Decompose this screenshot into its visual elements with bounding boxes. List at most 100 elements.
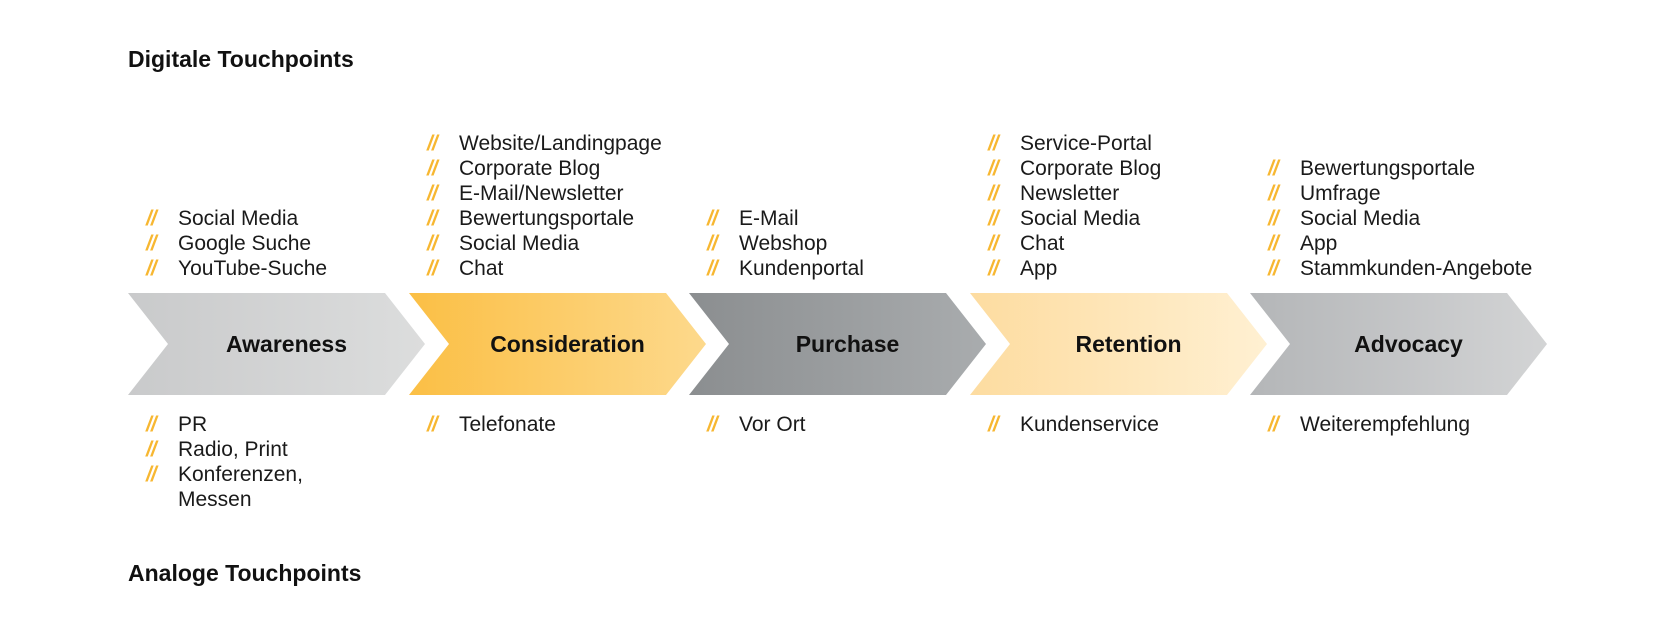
digital-touchpoint-item: // E-Mail — [707, 206, 864, 231]
digital-touchpoint-label: Chat — [1020, 232, 1065, 255]
digital-list-purchase: // E-Mail // Webshop // Kundenportal — [707, 206, 864, 281]
digital-touchpoint-item: // App — [1268, 231, 1532, 256]
slash-bullet-icon: // — [146, 207, 157, 230]
digital-touchpoint-item: // Corporate Blog — [427, 156, 662, 181]
slash-bullet-icon: // — [988, 207, 999, 230]
digital-touchpoint-item: // Bewertungsportale — [427, 206, 662, 231]
digital-touchpoint-label: Stammkunden-Angebote — [1300, 257, 1533, 280]
slash-bullet-icon: // — [1268, 182, 1279, 205]
digital-touchpoint-label: Chat — [459, 257, 504, 280]
digital-touchpoint-item: //Service-Portal — [988, 131, 1161, 156]
analog-touchpoint-label: Vor Ort — [739, 413, 806, 436]
analog-touchpoint-item: // Vor Ort — [707, 412, 806, 437]
slash-bullet-icon: // — [146, 232, 157, 255]
slash-bullet-icon: // — [1268, 207, 1279, 230]
slash-bullet-icon: // — [427, 207, 438, 230]
digital-touchpoint-label: Webshop — [739, 232, 828, 255]
digital-touchpoint-label: Service-Portal — [1020, 132, 1152, 155]
digital-touchpoints-title: Digitale Touchpoints — [128, 46, 354, 72]
analog-list-retention: // Kundenservice — [988, 412, 1159, 437]
analog-touchpoint-item: // PR — [146, 412, 338, 437]
stage-label-awareness: Awareness — [226, 331, 347, 357]
stage-arrow-retention — [970, 293, 1267, 395]
analog-touchpoint-label: PR — [178, 413, 208, 436]
slash-bullet-icon: // — [707, 257, 718, 280]
digital-touchpoint-item: // Chat — [988, 231, 1161, 256]
digital-touchpoint-item: // Social Media — [988, 206, 1161, 231]
digital-list-awareness: // Social Media // Google Suche // YouTube-Su… — [146, 206, 327, 281]
digital-touchpoint-label: Website/Landingpage — [459, 132, 662, 155]
digital-touchpoint-label: E-Mail/Newsletter — [459, 182, 624, 205]
analog-touchpoint-item: // Weiterempfehlung — [1268, 412, 1470, 437]
digital-touchpoint-item: // Newsletter — [988, 181, 1161, 206]
analog-list-purchase: // Vor Ort — [707, 412, 806, 437]
analog-touchpoint-item: //Radio, Print — [146, 437, 338, 462]
analog-touchpoint-item: //Konferenzen, Messen — [146, 462, 338, 512]
digital-touchpoint-label: Social Media — [178, 207, 299, 230]
digital-touchpoint-label: Social Media — [459, 232, 580, 255]
slash-bullet-icon: // — [427, 232, 438, 255]
analog-touchpoint-label: Kundenservice — [1020, 413, 1159, 436]
analog-list-awareness: // PR//Radio, Print//Konferenzen, Messen — [146, 412, 338, 512]
digital-touchpoint-label: Newsletter — [1020, 182, 1120, 205]
slash-bullet-icon: // — [988, 232, 999, 255]
stage-label-consideration: Consideration — [490, 331, 645, 357]
digital-touchpoint-label: E-Mail — [739, 207, 799, 230]
slash-bullet-icon: // — [707, 232, 718, 255]
slash-bullet-icon: // — [1268, 157, 1279, 180]
digital-touchpoint-item: // Webshop — [707, 231, 864, 256]
digital-touchpoint-label: Kundenportal — [739, 257, 864, 280]
digital-touchpoint-label: App — [1300, 232, 1338, 255]
slash-bullet-icon: // — [146, 413, 157, 436]
analog-list-advocacy: // Weiterempfehlung — [1268, 412, 1470, 437]
digital-touchpoint-item: // Social Media — [146, 206, 327, 231]
stage-label-purchase: Purchase — [796, 331, 900, 357]
slash-bullet-icon: // — [988, 182, 999, 205]
stage-arrow-awareness — [128, 293, 425, 395]
digital-touchpoint-label: Bewertungsportale — [1300, 157, 1476, 180]
slash-bullet-icon: // — [427, 132, 438, 155]
slash-bullet-icon: // — [1268, 413, 1279, 436]
analog-touchpoint-label: Konferenzen, Messen — [178, 463, 303, 511]
slash-bullet-icon: // — [707, 207, 718, 230]
slash-bullet-icon: // — [707, 413, 718, 436]
digital-touchpoint-label: Corporate Blog — [459, 157, 601, 180]
slash-bullet-icon: // — [988, 257, 999, 280]
stage-label-retention: Retention — [1075, 331, 1181, 357]
digital-touchpoint-label: Google Suche — [178, 232, 312, 255]
digital-touchpoint-item: // Google Suche — [146, 231, 327, 256]
stage-arrow-purchase — [689, 293, 986, 395]
digital-touchpoint-item: // Social Media — [427, 231, 662, 256]
digital-touchpoint-label: Social Media — [1300, 207, 1421, 230]
digital-touchpoint-item: // Chat — [427, 256, 662, 281]
analog-touchpoint-item: //Telefonate — [427, 412, 556, 437]
digital-touchpoint-item: //Umfrage — [1268, 181, 1532, 206]
slash-bullet-icon: // — [427, 257, 438, 280]
digital-touchpoint-label: Bewertungsportale — [459, 207, 635, 230]
digital-touchpoint-item: // E-Mail/Newsletter — [427, 181, 662, 206]
slash-bullet-icon: // — [427, 413, 438, 436]
digital-touchpoint-label: App — [1020, 257, 1058, 280]
digital-touchpoint-item: // Stammkunden-Angebote — [1268, 256, 1532, 281]
digital-touchpoint-label: Social Media — [1020, 207, 1141, 230]
slash-bullet-icon: // — [1268, 232, 1279, 255]
analog-touchpoints-title: Analoge Touchpoints — [128, 560, 362, 586]
slash-bullet-icon: // — [146, 257, 157, 280]
slash-bullet-icon: // — [988, 413, 999, 436]
slash-bullet-icon: // — [1268, 257, 1279, 280]
slash-bullet-icon: // — [427, 182, 438, 205]
analog-touchpoint-label: Radio, Print — [178, 438, 288, 461]
digital-touchpoint-item: // YouTube-Suche — [146, 256, 327, 281]
analog-list-consideration: //Telefonate — [427, 412, 556, 437]
digital-touchpoint-item: // Bewertungsportale — [1268, 156, 1532, 181]
slash-bullet-icon: // — [988, 157, 999, 180]
digital-touchpoint-item: // App — [988, 256, 1161, 281]
digital-touchpoint-item: // Kundenportal — [707, 256, 864, 281]
slash-bullet-icon: // — [427, 157, 438, 180]
digital-list-consideration: // Website/Landingpage // Corporate Blog // E… — [427, 131, 662, 281]
analog-touchpoint-item: // Kundenservice — [988, 412, 1159, 437]
digital-touchpoint-item: //Corporate Blog — [988, 156, 1161, 181]
analog-touchpoint-label: Weiterempfehlung — [1300, 413, 1471, 436]
stage-arrow-consideration — [409, 293, 706, 395]
digital-touchpoint-label: YouTube-Suche — [178, 257, 328, 280]
